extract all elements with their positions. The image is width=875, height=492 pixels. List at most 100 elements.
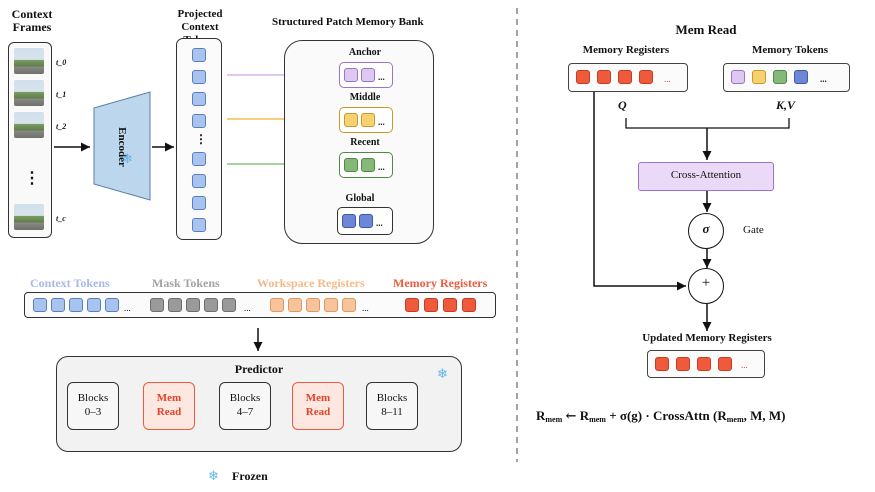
qkv-bracket [625, 118, 790, 129]
context-token [192, 92, 206, 106]
sequence-ellipsis: ... [362, 303, 369, 313]
bank-group-label-anchor: Anchor [348, 47, 382, 58]
sequence-memory-register [405, 298, 419, 312]
context-frames-title-line1: Context [11, 7, 53, 21]
bank-group-label-global: Global [345, 193, 375, 204]
memory-register-token [576, 70, 590, 84]
bank-global-ellipsis: ... [376, 218, 383, 228]
predictor-block [219, 382, 271, 430]
sequence-mask-token [168, 298, 182, 312]
predictor-mem-read-line1: Mem [305, 392, 331, 404]
memory-registers-ellipsis: ... [664, 74, 671, 84]
sequence-label-memory: Memory Registers [393, 276, 488, 290]
predictor-block-label-line2: 8–11 [381, 406, 403, 418]
update-equation: Rmem ← Rmem + σ(g) · CrossAttn (Rmem, M,… [536, 408, 866, 424]
frame-thumbnail [14, 204, 44, 230]
sequence-context-token [87, 298, 101, 312]
projected-tokens-title-line1: Projected [177, 8, 223, 20]
frame-thumbnail [14, 112, 44, 138]
projected-tokens-dots: ⋮ [195, 132, 207, 146]
memory-token-anchor [344, 68, 358, 82]
memory-token [752, 70, 766, 84]
predictor-mem-read-line2: Read [305, 406, 331, 418]
legend-frozen-icon: ❄ [208, 469, 219, 484]
predictor-block [366, 382, 418, 430]
memory-token-middle [344, 113, 358, 127]
sequence-memory-register [462, 298, 476, 312]
sequence-ellipsis: ... [244, 303, 251, 313]
mem-read-title: Mem Read [675, 22, 737, 37]
kv-label: K,V [776, 98, 796, 112]
memory-token [773, 70, 787, 84]
cross-attention-box [638, 162, 774, 191]
context-token [192, 70, 206, 84]
predictor-title: Predictor [234, 362, 284, 376]
plus-symbol: + [701, 275, 711, 291]
memory-bank-title: Structured Patch Memory Bank [272, 16, 424, 28]
updated-register-token [676, 357, 690, 371]
equation-middle: + σ(g) · CrossAttn (R [609, 408, 727, 423]
sequence-context-token [69, 298, 83, 312]
equation-arrow: ← [565, 409, 577, 424]
q-label: Q [618, 98, 627, 112]
sequence-mask-token [150, 298, 164, 312]
frame-label: t_2 [56, 122, 67, 131]
predictor-mem-read-line2: Read [156, 406, 182, 418]
equation-sub: mem [726, 415, 744, 424]
bank-group-label-middle: Middle [349, 92, 381, 103]
frame-label: t_c [56, 214, 66, 223]
sequence-label-mask: Mask Tokens [152, 276, 220, 290]
updated-register-token [718, 357, 732, 371]
updated-register-token [697, 357, 711, 371]
equation-r-mem: R [536, 408, 546, 423]
sequence-workspace-register [270, 298, 284, 312]
bank-recent-ellipsis: ... [378, 162, 385, 172]
predictor-mem-read [143, 382, 195, 430]
sigma-symbol: σ [702, 221, 710, 236]
residual-path [593, 92, 686, 291]
sequence-workspace-register [324, 298, 338, 312]
equation-sub: mem [545, 415, 563, 424]
memory-token-recent [344, 158, 358, 172]
bank-middle-ellipsis: ... [378, 117, 385, 127]
sequence-memory-register [424, 298, 438, 312]
memory-token [794, 70, 808, 84]
plus-circle [688, 268, 724, 304]
memory-token-middle [361, 113, 375, 127]
memory-token-anchor [361, 68, 375, 82]
sequence-mask-token [222, 298, 236, 312]
equation-tail: , M, M) [743, 408, 786, 423]
updated-memory-registers-label: Updated Memory Registers [642, 332, 772, 344]
predictor-mem-read-line1: Mem [156, 392, 182, 404]
updated-registers-ellipsis: ... [741, 360, 748, 370]
sequence-label-workspace: Workspace Registers [257, 276, 365, 290]
sequence-workspace-register [342, 298, 356, 312]
sequence-label-context: Context Tokens [30, 276, 110, 290]
sequence-workspace-register [288, 298, 302, 312]
sequence-ellipsis: ... [124, 303, 131, 313]
memory-tokens-ellipsis: ... [820, 74, 827, 84]
frame-label: t_1 [56, 90, 67, 99]
predictor-mem-read [292, 382, 344, 430]
context-frames-title-line2: Frames [12, 20, 52, 34]
equation-r-mem: R [579, 408, 590, 423]
legend-frozen-label: Frozen [232, 469, 268, 483]
context-token [192, 152, 206, 166]
memory-register-token [597, 70, 611, 84]
predictor-block-label-line2: 0–3 [84, 406, 102, 418]
predictor-block-label-line1: Blocks [229, 392, 261, 404]
sequence-context-token [33, 298, 47, 312]
memory-tokens-label: Memory Tokens [751, 44, 829, 56]
context-token [192, 114, 206, 128]
bank-group-label-recent: Recent [350, 137, 380, 148]
context-frames-title: Context Frames [8, 8, 56, 34]
bank-anchor-ellipsis: ... [378, 72, 385, 82]
sequence-context-token [51, 298, 65, 312]
context-token [192, 218, 206, 232]
memory-register-token [639, 70, 653, 84]
sequence-mask-token [186, 298, 200, 312]
